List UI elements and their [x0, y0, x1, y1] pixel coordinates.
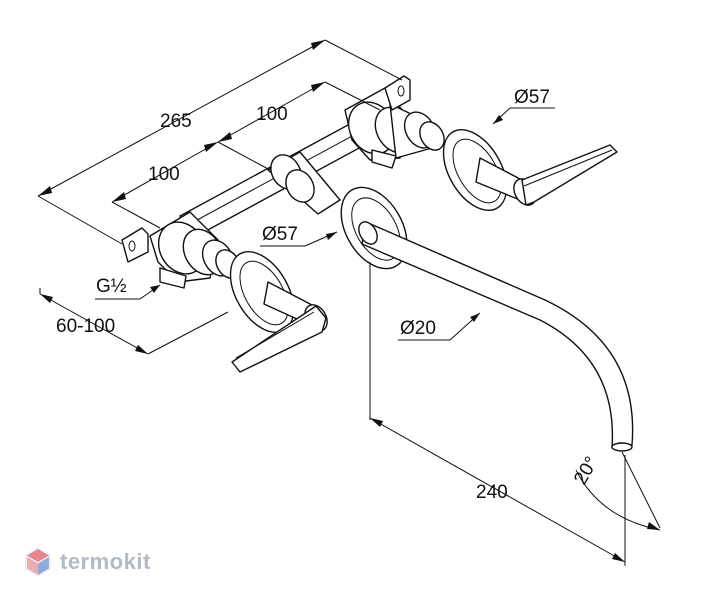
lower-handle	[229, 251, 328, 373]
watermark: termokit	[24, 546, 151, 578]
dim-spout-projection: 240	[476, 482, 508, 503]
dim-spout-diameter: Ø20	[400, 318, 436, 339]
dim-rosette-upper: Ø57	[514, 87, 550, 108]
dim-spout-angle: 20°	[570, 453, 603, 488]
dim-spacing-lower: 100	[148, 164, 180, 185]
termokit-logo-icon	[25, 547, 51, 577]
dim-rosette-middle: Ø57	[262, 224, 298, 245]
dim-spacing-upper: 100	[256, 104, 288, 125]
upper-handle	[442, 129, 618, 211]
dim-overall-width: 265	[160, 111, 192, 132]
spout	[340, 186, 634, 452]
dim-wall-depth: 60-100	[56, 316, 115, 337]
watermark-brand: termokit	[60, 549, 151, 574]
dimension-lines	[37, 39, 661, 566]
dim-thread: G½	[96, 276, 127, 297]
rough-in-body	[121, 75, 445, 289]
